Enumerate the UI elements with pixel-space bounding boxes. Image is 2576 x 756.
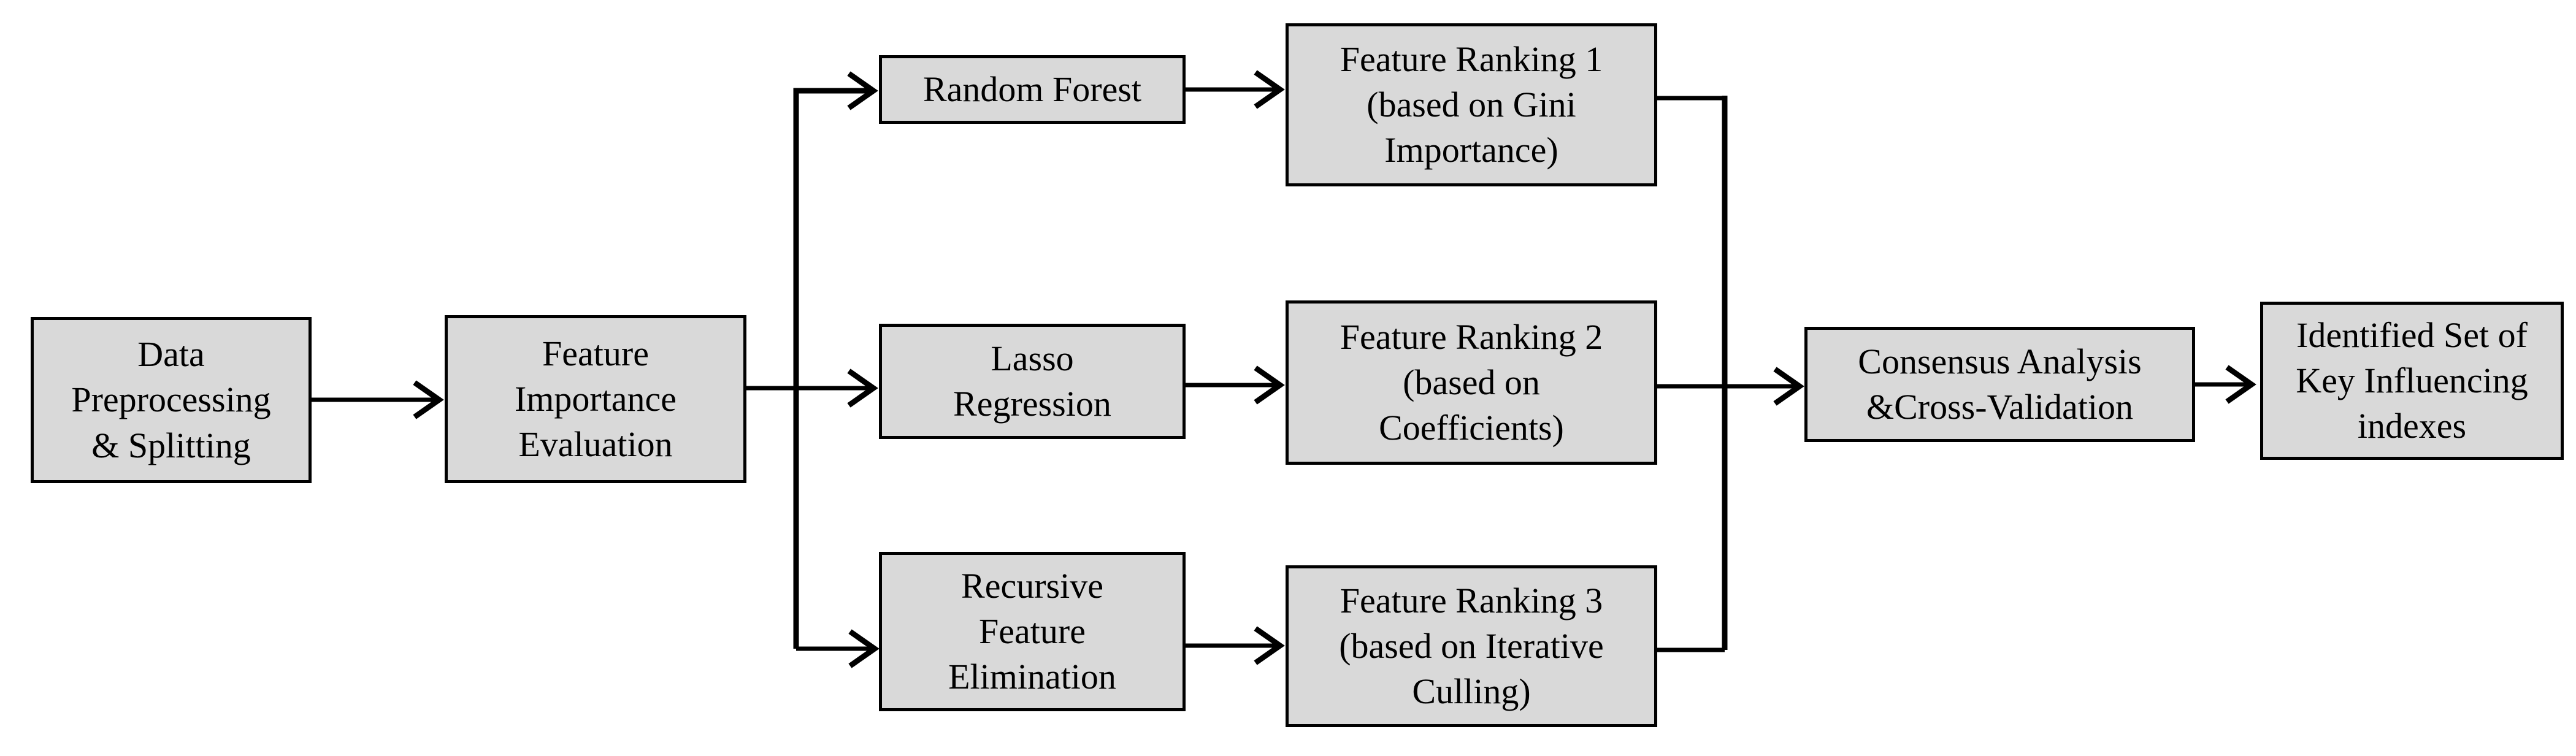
node-identified-set-label: Identified Set of Key Influencing indexe… (2296, 315, 2528, 446)
node-recursive-feature-elimination: Recursive Feature Elimination (879, 552, 1186, 711)
node-lasso-regression: Lasso Regression (879, 324, 1186, 439)
node-random-forest: Random Forest (879, 55, 1186, 124)
edge-importance-to-random-forest (793, 71, 878, 649)
node-feature-importance-label: Feature Importance Evaluation (514, 333, 677, 465)
node-data-preprocessing: Data Preprocessing & Splitting (31, 317, 312, 483)
node-feature-ranking-2: Feature Ranking 2 (based on Coefficients… (1286, 300, 1657, 465)
node-feature-ranking-3: Feature Ranking 3 (based on Iterative Cu… (1286, 565, 1657, 727)
node-lasso-regression-label: Lasso Regression (953, 338, 1111, 424)
node-consensus-analysis-label: Consensus Analysis &Cross-Validation (1858, 341, 2142, 427)
node-data-preprocessing-label: Data Preprocessing & Splitting (71, 334, 271, 465)
node-feature-ranking-3-label: Feature Ranking 3 (based on Iterative Cu… (1339, 580, 1604, 712)
node-identified-set: Identified Set of Key Influencing indexe… (2260, 302, 2564, 460)
node-feature-ranking-1: Feature Ranking 1 (based on Gini Importa… (1286, 23, 1657, 186)
node-feature-ranking-1-label: Feature Ranking 1 (based on Gini Importa… (1340, 39, 1603, 170)
node-feature-ranking-2-label: Feature Ranking 2 (based on Coefficients… (1340, 316, 1603, 448)
node-consensus-analysis: Consensus Analysis &Cross-Validation (1804, 327, 2195, 442)
node-random-forest-label: Random Forest (922, 69, 1142, 109)
node-recursive-feature-elimination-label: Recursive Feature Elimination (948, 565, 1116, 697)
node-feature-importance: Feature Importance Evaluation (445, 315, 746, 483)
